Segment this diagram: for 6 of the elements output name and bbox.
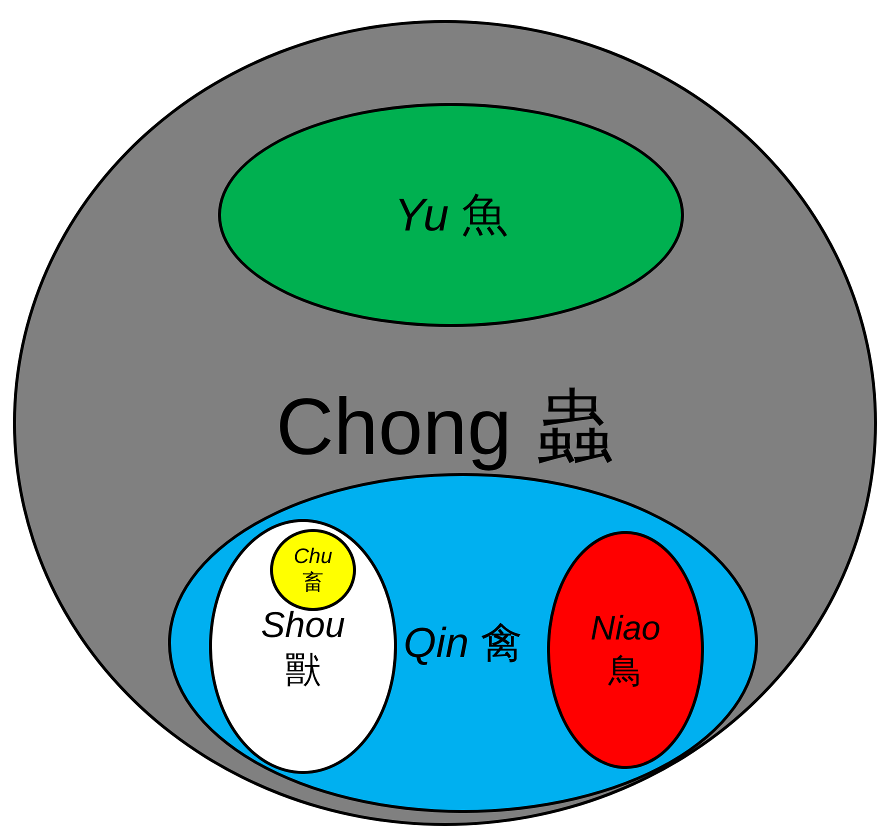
region-label: Chong 蟲 xyxy=(275,381,615,473)
region-label: Chu 畜 xyxy=(292,544,334,596)
region-label: Qin 禽 xyxy=(402,618,524,668)
region-label: Shou 獸 xyxy=(260,602,346,692)
region-label: Yu 魚 xyxy=(393,187,509,242)
region-label: Niao 鳥 xyxy=(590,608,662,692)
